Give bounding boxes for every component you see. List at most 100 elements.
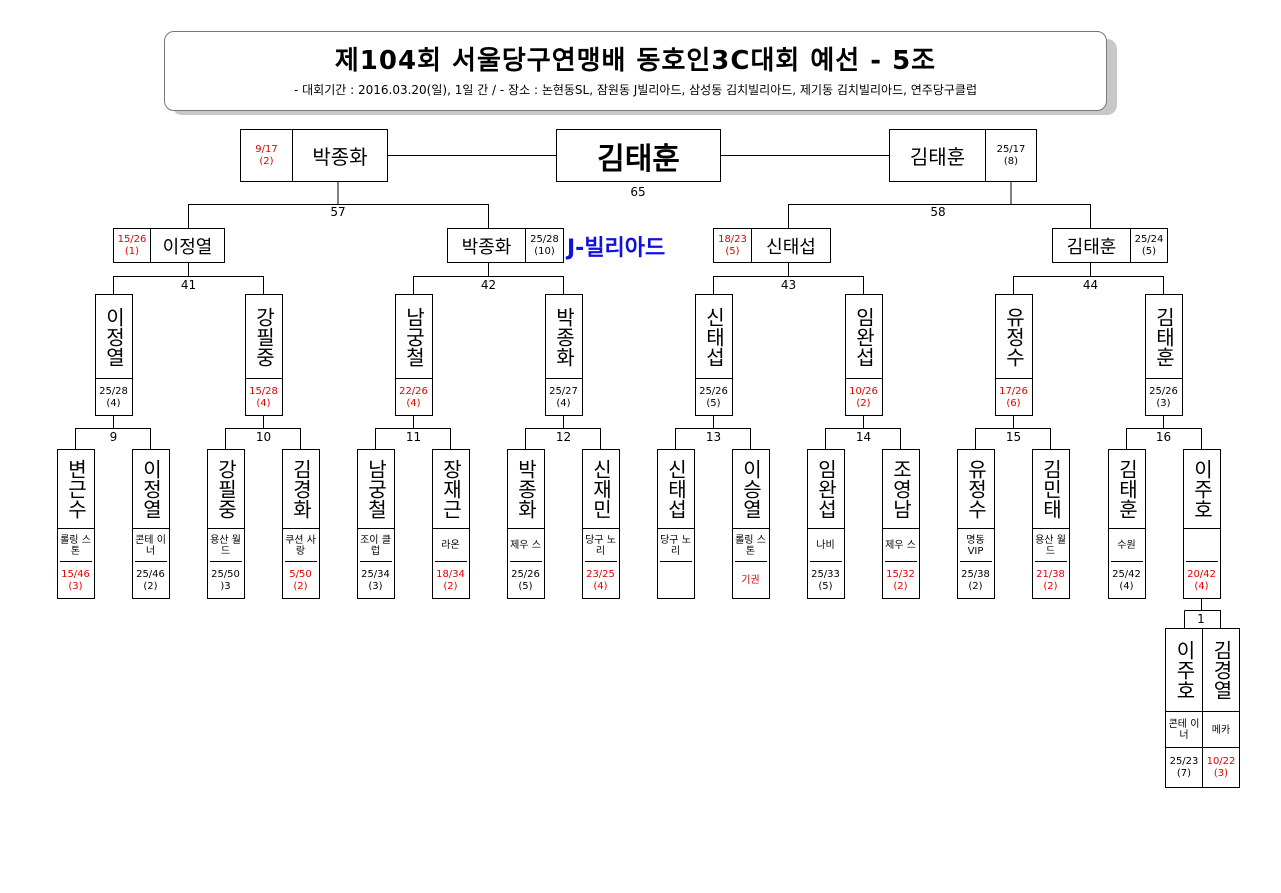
match-number-11: 11	[405, 430, 422, 444]
match-number-9: 9	[109, 430, 118, 444]
player-score: 5/50(2)	[289, 568, 312, 592]
player-score: 25/34(3)	[361, 568, 390, 592]
player-name: 남궁철	[402, 306, 426, 367]
player-score: 15/32(2)	[886, 568, 915, 592]
player-score: 18/34(2)	[436, 568, 465, 592]
player-score: 25/46(2)	[136, 568, 165, 592]
semi-57-left-name: 이정열	[162, 236, 213, 258]
final-right-player: 김태훈 25/17(8)	[889, 129, 1037, 182]
player-name: 박종화	[552, 306, 576, 367]
match-number-10: 10	[255, 430, 272, 444]
player-score: 20/42(4)	[1187, 568, 1216, 592]
player-name: 변근수	[64, 459, 88, 519]
player-score	[658, 563, 694, 598]
player-name: 임완섭	[852, 306, 876, 367]
semi-57-left-player: 15/26(1) 이정열	[113, 228, 225, 263]
player-club: 콘테 이너	[1166, 713, 1202, 748]
player-name: 김경열	[1209, 640, 1234, 700]
player-club: 용산 월드	[1034, 530, 1067, 562]
match-number-16: 16	[1155, 430, 1172, 444]
quarter-43-right-player: 임완섭 10/26(2)	[844, 294, 883, 416]
champion-box: 김태훈	[556, 129, 721, 182]
semi-57-left-score: 15/26(1)	[114, 229, 151, 262]
player-score: 22/26(4)	[399, 385, 428, 409]
player-club: 메카	[1203, 713, 1239, 748]
semi-58-left-player: 18/23(5) 신태섭	[713, 228, 831, 263]
match-number-1: 1	[1197, 612, 1205, 626]
match-number-44: 44	[1082, 278, 1099, 292]
player-club: 당구 노리	[584, 530, 617, 562]
quarter-43-left-player: 신태섭 25/26(5)	[694, 294, 733, 416]
quarter-42-left-player: 남궁철 22/26(4)	[394, 294, 433, 416]
player-name: 이정열	[102, 306, 126, 367]
final-right-score: 25/17(8)	[996, 143, 1026, 167]
final-left-player: 9/17(2) 박종화	[240, 129, 388, 182]
player-score: 15/28(4)	[249, 385, 278, 409]
player-name: 유정수	[1002, 306, 1026, 367]
player-score: 25/26(5)	[699, 385, 728, 409]
player-name: 신태섭	[702, 306, 726, 367]
player-score: 10/22(3)	[1206, 756, 1236, 779]
player-club: 당구 노리	[659, 530, 692, 562]
player-name: 신태섭	[664, 459, 688, 519]
venue-label: J-빌리아드	[567, 236, 666, 261]
player-name: 강필중	[252, 306, 276, 367]
quarter-42-right-player: 박종화 25/27(4)	[544, 294, 583, 416]
player-club	[1185, 530, 1218, 562]
player-name: 강필중	[214, 459, 238, 519]
player-club: 쿠션 사랑	[284, 530, 317, 562]
player-name: 김태훈	[1115, 459, 1139, 519]
match-number-65: 65	[630, 185, 646, 199]
player-name: 김경화	[289, 459, 313, 519]
player-score: 25/33(5)	[811, 568, 840, 592]
player-club: 용산 월드	[209, 530, 242, 562]
player-club: 제우 스	[509, 530, 542, 562]
semi-58-right-score: 25/24(5)	[1134, 233, 1164, 257]
quarter-44-left-player: 유정수 17/26(6)	[994, 294, 1033, 416]
player-score: 23/25(4)	[586, 568, 615, 592]
player-club: 제우 스	[884, 530, 917, 562]
semi-58-right-name: 김태훈	[1053, 229, 1131, 262]
final-left-name: 박종화	[312, 145, 368, 169]
match-number-42: 42	[480, 278, 497, 292]
match-number-13: 13	[705, 430, 722, 444]
player-name: 박종화	[514, 459, 538, 519]
match-number-57: 57	[330, 205, 346, 219]
player-score: 25/50)3	[211, 568, 240, 592]
player-club: 라온	[434, 530, 467, 562]
player-name: 이정열	[139, 459, 163, 519]
player-score: 17/26(6)	[999, 385, 1028, 409]
player-score: 25/26(5)	[511, 568, 540, 592]
semi-57-right-player: 박종화 25/28(10)	[447, 228, 564, 263]
player-score: 25/42(4)	[1112, 568, 1141, 592]
header-panel: 제104회 서울당구연맹배 동호인3C대회 예선 - 5조 - 대회기간 : 2…	[164, 31, 1107, 111]
player-score: 10/26(2)	[849, 385, 878, 409]
player-score: 21/38(2)	[1036, 568, 1065, 592]
player-club: 콘테 이너	[134, 530, 167, 562]
player-score: 25/23(7)	[1169, 756, 1199, 779]
player-club: 수원	[1110, 530, 1143, 562]
player-score: 25/26(3)	[1149, 385, 1178, 409]
semi-57-right-name: 박종화	[448, 229, 526, 262]
final-left-score: 9/17(2)	[241, 130, 293, 181]
player-name: 이승열	[739, 459, 763, 519]
player-score: 25/27(4)	[549, 385, 578, 409]
player-score: 25/28(4)	[99, 385, 128, 409]
player-score: 기권	[741, 574, 760, 586]
